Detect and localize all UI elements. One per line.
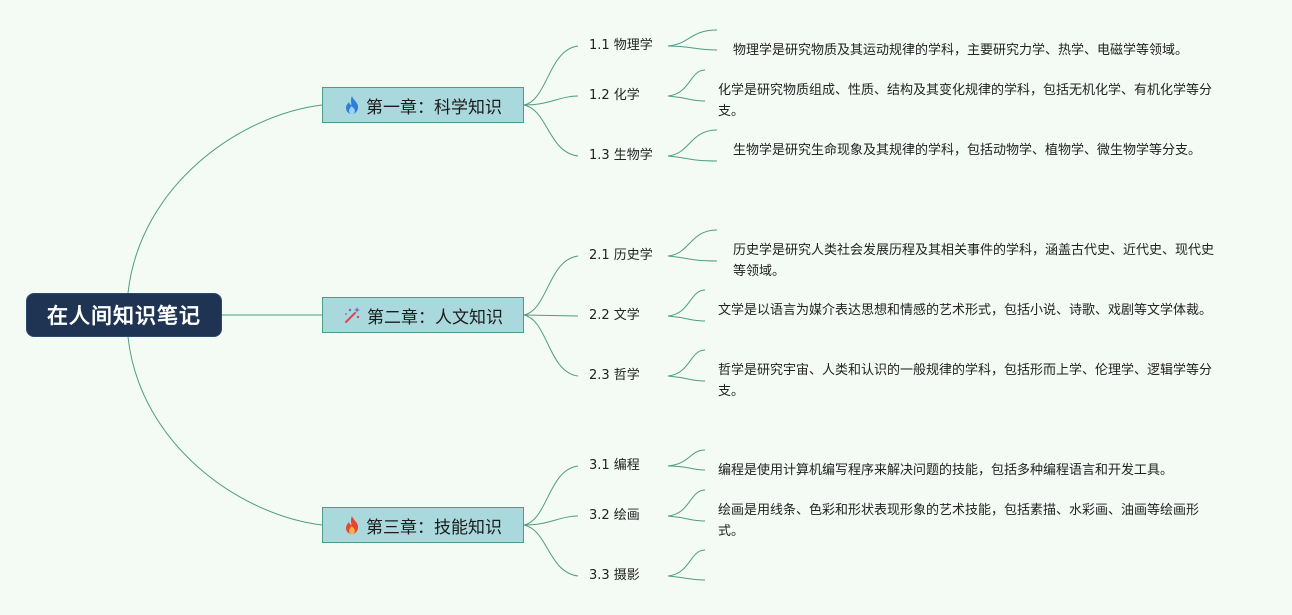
chapter-humanities-label: 第二章：人文知识 xyxy=(367,307,503,328)
chapter-science-label: 第一章：科学知识 xyxy=(366,97,502,118)
subtopic-biology[interactable]: 1.3 生物学 xyxy=(589,148,653,163)
detail-chemistry: 化学是研究物质组成、性质、结构及其变化规律的学科，包括无机化学、有机化学等分支。 xyxy=(718,83,1213,119)
detail-literature: 文学是以语言为媒介表达思想和情感的艺术形式，包括小说、诗歌、戏剧等文学体裁。 xyxy=(718,303,1213,318)
connector-ch2-3 xyxy=(523,314,579,377)
detail-philosophy: 哲学是研究宇宙、人类和认识的一般规律的学科，包括形而上学、伦理学、逻辑学等分支。 xyxy=(718,363,1213,399)
fire-red-icon xyxy=(344,515,360,535)
subtopic-photography[interactable]: 3.3 摄影 xyxy=(589,568,640,583)
connector-ch3-3 xyxy=(523,524,579,577)
subtopic-painting[interactable]: 3.2 绘画 xyxy=(589,508,640,523)
connector-ch1-3 xyxy=(523,104,579,157)
connector-ch2-1 xyxy=(523,255,579,316)
subtopic-programming[interactable]: 3.1 编程 xyxy=(589,458,640,473)
connector-root-ch1 xyxy=(127,104,323,294)
subtopic-literature[interactable]: 2.2 文学 xyxy=(589,308,640,323)
connector-ch1-1 xyxy=(523,45,579,106)
detail-painting: 绘画是用线条、色彩和形状表现形象的艺术技能，包括素描、水彩画、油画等绘画形式。 xyxy=(718,503,1200,539)
detail-forks xyxy=(667,29,718,581)
chapter-humanities-node[interactable]: 第二章：人文知识 xyxy=(322,297,524,333)
connector-root-ch3 xyxy=(127,336,323,526)
subtopic-philosophy[interactable]: 2.3 哲学 xyxy=(589,368,640,383)
subtopic-history[interactable]: 2.1 历史学 xyxy=(589,248,653,263)
connector-ch1-2 xyxy=(523,95,579,106)
subtopic-physics[interactable]: 1.1 物理学 xyxy=(589,38,653,53)
connector-ch2-2 xyxy=(523,314,579,317)
chapter-skills-label: 第三章：技能知识 xyxy=(366,517,502,538)
chapter-science-node[interactable]: 第一章：科学知识 xyxy=(322,87,524,123)
root-title: 在人间知识笔记 xyxy=(47,304,201,328)
magic-wand-icon xyxy=(343,306,361,324)
subtopic-chemistry[interactable]: 1.2 化学 xyxy=(589,88,640,103)
connector-ch3-1 xyxy=(523,465,579,526)
detail-physics: 物理学是研究物质及其运动规律的学科，主要研究力学、热学、电磁学等领域。 xyxy=(733,43,1189,58)
detail-history: 历史学是研究人类社会发展历程及其相关事件的学科，涵盖古代史、近代史、现代史等领域… xyxy=(733,243,1215,279)
chapter-skills-node[interactable]: 第三章：技能知识 xyxy=(322,507,524,543)
detail-biology: 生物学是研究生命现象及其规律的学科，包括动物学、植物学、微生物学等分支。 xyxy=(733,143,1202,158)
fire-blue-icon xyxy=(344,95,360,115)
connector-ch3-2 xyxy=(523,515,579,526)
detail-programming: 编程是使用计算机编写程序来解决问题的技能，包括多种编程语言和开发工具。 xyxy=(718,463,1174,478)
root-node[interactable]: 在人间知识笔记 xyxy=(26,293,222,337)
